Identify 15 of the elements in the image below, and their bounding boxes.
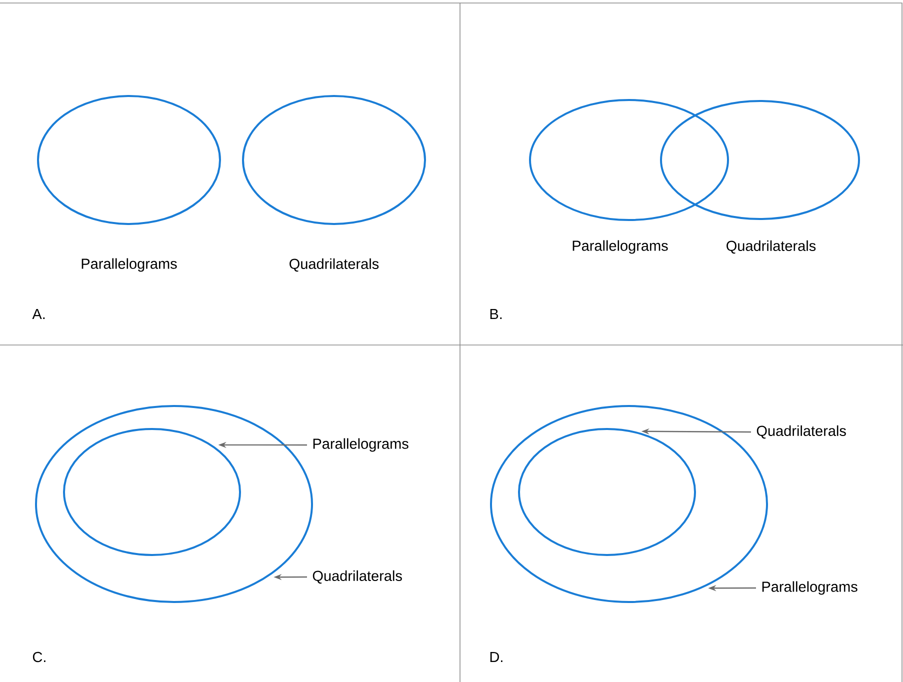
callout-text: Quadrilaterals: [312, 570, 402, 584]
set-label: Quadrilaterals: [290, 258, 379, 272]
set-label: Parallelograms: [572, 240, 668, 254]
set-label: Parallelograms: [82, 258, 177, 272]
callout-text: Parallelograms: [762, 581, 858, 595]
ellipse: [63, 428, 241, 556]
panel-letter: D.: [490, 652, 502, 662]
ellipse: [518, 428, 696, 556]
callout-text: Quadrilaterals: [756, 425, 846, 439]
ellipse: [35, 405, 313, 603]
callout-text: Parallelograms: [313, 438, 408, 452]
panel-letter: C.: [32, 652, 46, 662]
panel-letter: A.: [32, 309, 45, 319]
set-label: Quadrilaterals: [726, 240, 816, 254]
panel-letter: B.: [490, 309, 502, 319]
